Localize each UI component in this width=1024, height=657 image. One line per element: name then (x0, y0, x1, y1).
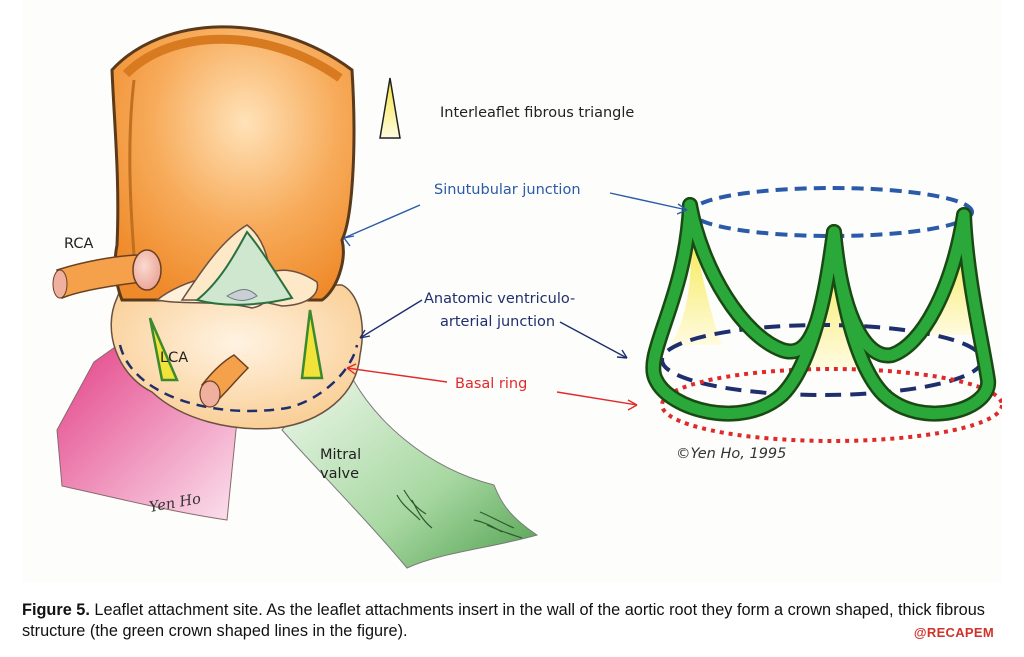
arrow-basal-left (346, 367, 448, 383)
crown-triangle-left (670, 215, 722, 345)
crown-schematic (645, 186, 1002, 443)
arrow-stj-right (609, 192, 688, 211)
label-avj-line1: Anatomic ventriculo- (424, 291, 575, 307)
arrow-avj-left (359, 299, 423, 339)
aorta-rim (122, 34, 343, 82)
chordae-tendineae (396, 489, 523, 539)
aortic-valve-cusps (155, 224, 319, 309)
aortic-root-diagram: Interleaflet fibrous triangle Sinutubula… (52, 25, 1002, 569)
caption-text: Leaflet attachment site. As the leaflet … (22, 601, 985, 640)
aorta-inner-wall (128, 79, 136, 256)
label-sinutubular-junction: Sinutubular junction (434, 182, 581, 198)
figure-caption: Figure 5. Leaflet attachment site. As th… (22, 600, 1007, 642)
arrow-stj-left (343, 204, 421, 239)
left-interleaflet-triangle-2 (300, 309, 324, 380)
label-avj-line2: arterial junction (440, 314, 555, 330)
copyright-label: ©Yen Ho, 1995 (676, 446, 786, 462)
arrow-basal-right (556, 391, 638, 406)
left-coronary-artery (199, 354, 250, 408)
label-mitral-line1: Mitral (320, 447, 361, 463)
label-mitral-line2: valve (320, 466, 359, 482)
left-ventriculo-arterial-line (118, 344, 359, 413)
diagram-figure: Interleaflet fibrous triangle Sinutubula… (22, 0, 1002, 583)
caption-figure-label: Figure 5. (22, 601, 90, 619)
right-coronary-artery (52, 249, 162, 300)
left-interleaflet-triangle-1 (148, 317, 179, 382)
label-rca: RCA (64, 236, 93, 252)
recapem-watermark: @RECAPEM (913, 625, 994, 640)
ascending-aorta (110, 25, 356, 302)
label-basal-ring: Basal ring (455, 376, 527, 392)
arrow-avj-right (559, 321, 628, 359)
label-lca: LCA (160, 350, 188, 366)
legend-triangle-label: Interleaflet fibrous triangle (440, 105, 634, 121)
legend-triangle-icon (379, 77, 401, 139)
